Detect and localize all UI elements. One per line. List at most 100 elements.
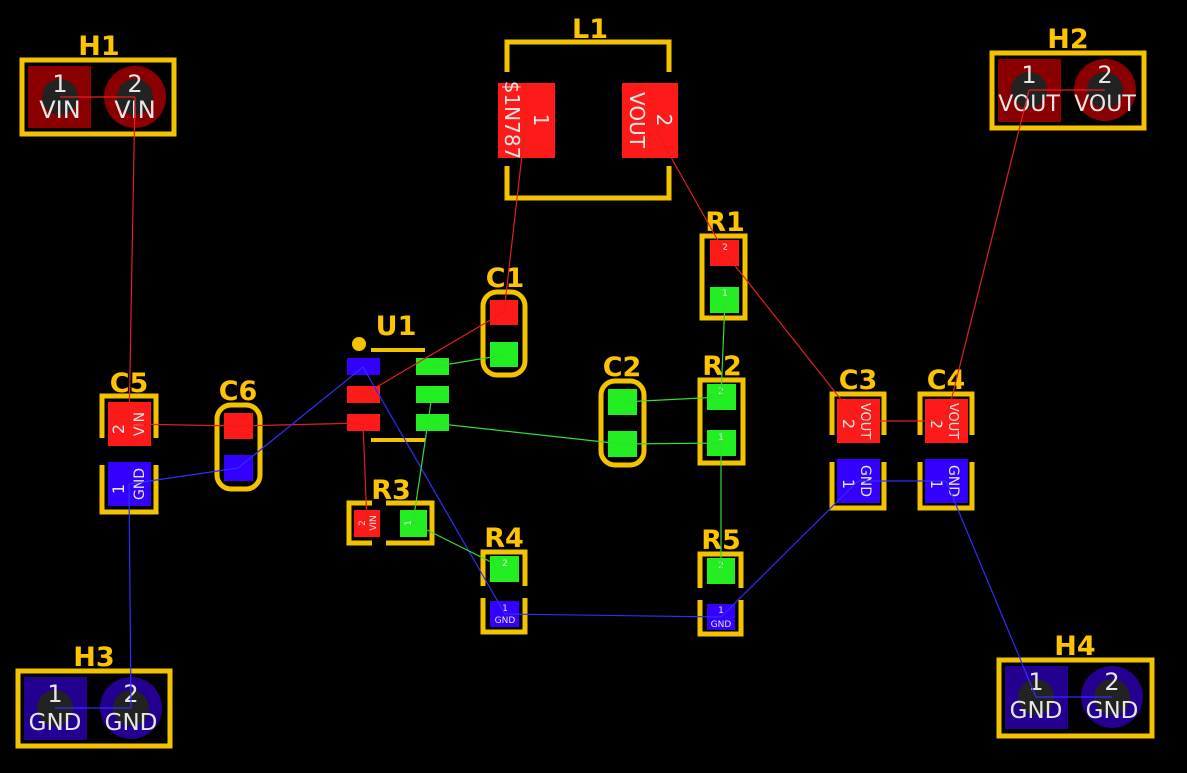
r5-pad-1-number: 1 [718, 606, 724, 616]
r3-pad-2-number: 2 [358, 520, 368, 526]
ratsnest-gnd-c5-c6 [128, 467, 239, 485]
l1-pad-2-net-rot: VOUT [625, 92, 649, 149]
c6-ref-label: C6 [219, 376, 258, 407]
h4-outline [996, 657, 1155, 739]
u1-pin1-marker [352, 337, 366, 351]
u1-pin-3[interactable] [347, 414, 380, 431]
ratsnest-gnd-h3-c5 [128, 483, 132, 709]
r5-pad-1-net: GND [711, 620, 732, 630]
c1-outline [480, 289, 528, 378]
h2-ref-label: H2 [1047, 24, 1088, 55]
r3-outline-left [346, 500, 372, 546]
h2-pad-2-net: VOUT [1074, 92, 1136, 117]
ratsnest-gnd-u1-r4 [362, 366, 506, 615]
c4-pad-1-net: GND [945, 465, 961, 497]
c3-ref-label: C3 [839, 365, 878, 396]
l1-pad-1-net: $1N787 [500, 81, 524, 160]
u1-pin-5[interactable] [416, 386, 449, 403]
l1-pad-2-net: VOUT [625, 92, 649, 149]
c4-pad-2-number: 2 [927, 419, 946, 429]
ratsnest-c2-r2-bottom [621, 442, 722, 445]
c4-ref-label: C4 [927, 365, 966, 396]
l1-ref-label: L1 [572, 14, 608, 45]
ratsnest-vin-c6-u1 [237, 422, 364, 427]
l1-pad-2-number: 2 [652, 114, 676, 127]
ratsnest-r3-r4 [412, 522, 506, 570]
h3-ref-label: H3 [73, 642, 114, 673]
c4-outline-bottom [917, 462, 975, 511]
ratsnest-vin-h1-c5 [128, 96, 136, 425]
c3-pad-1-number: 1 [839, 479, 858, 489]
r3-ref-label: R3 [371, 475, 411, 506]
ratsnest-r2-r1 [720, 299, 726, 398]
h1-outline [19, 57, 177, 137]
connector-h4[interactable]: H4 1 GND 2 GND [996, 631, 1155, 739]
r3-pad-2-text-rot: 2 VIN [358, 515, 379, 531]
ratsnest-sw-c1-l1 [503, 119, 527, 313]
h1-pad-1-number: 1 [52, 70, 67, 98]
h1-ref-label: H1 [78, 31, 119, 62]
capacitor-c3[interactable]: C3 VOUT 2 GND 1 [829, 365, 887, 511]
ratsnest-vout-r1-c3 [724, 252, 859, 422]
l1-pad-1-number: 1 [529, 114, 553, 127]
c5-pad-1-text-rot: 1 GND [109, 468, 148, 500]
r4-outline-bottom [480, 598, 528, 635]
r1-pad-2-number: 2 [722, 243, 728, 253]
ratsnest-vin-u1-r3 [362, 422, 368, 524]
r4-outline-top [480, 549, 528, 586]
ratsnest-gnd-r4-r5 [504, 613, 722, 618]
h3-pad-1-number: 1 [47, 680, 62, 708]
h1-pad-1-net: VIN [39, 96, 80, 124]
r4-pad-1-net: GND [495, 616, 516, 626]
ratsnest [55, 89, 1112, 709]
c2-ref-label: C2 [603, 352, 642, 383]
c1-pad-1[interactable] [490, 342, 518, 367]
r4-ref-label: R4 [484, 523, 524, 554]
l1-pad-1-number-rot: 1 [529, 114, 553, 127]
c5-pad-1-net: GND [132, 468, 148, 500]
h4-pad-1-number: 1 [1028, 668, 1043, 696]
resistor-r4[interactable]: R4 2 1 GND [480, 523, 528, 635]
c2-outline [598, 378, 647, 468]
c1-ref-label: C1 [486, 263, 525, 294]
h2-pad-1-number: 1 [1021, 61, 1036, 89]
h4-pad-2-net: GND [1086, 698, 1139, 724]
h3-pad-2-net: GND [105, 710, 158, 736]
h4-pad-2-number: 2 [1104, 668, 1119, 696]
c3-outline-top [829, 391, 887, 435]
c5-pad-2-number: 2 [109, 424, 128, 434]
u1-pin-1[interactable] [347, 358, 380, 375]
c4-pad-2-net: VOUT [945, 403, 960, 439]
l1-pad-1-net-rot: $1N787 [500, 81, 524, 160]
r1-outline [699, 233, 748, 321]
ratsnest-c2-r2-top [621, 396, 722, 403]
c4-pad-1-number: 1 [927, 479, 946, 489]
c3-pad-2-number: 2 [839, 419, 858, 429]
r3-outline-right [386, 500, 435, 546]
r3-pad-2-net: VIN [369, 515, 379, 531]
ratsnest-sw-u1-c1 [362, 311, 505, 396]
u1-ref-label: U1 [376, 311, 417, 342]
ratsnest-u1-c2 [431, 422, 623, 445]
r4-pad-2-number: 2 [502, 559, 508, 569]
r3-pad-1-number: 1 [404, 520, 414, 526]
ratsnest-vout-l1-r1 [649, 119, 726, 254]
capacitor-c4[interactable]: C4 VOUT 2 GND 1 [917, 365, 975, 511]
h3-outline [15, 668, 173, 749]
r3-pad-1-text-rot: 1 [404, 520, 414, 526]
r1-ref-label: R1 [705, 207, 745, 238]
h2-outline [989, 50, 1147, 131]
c5-pad-1-number: 1 [109, 484, 128, 494]
h3-pad-1-net: GND [29, 710, 82, 736]
capacitor-c2[interactable]: C2 [598, 352, 647, 468]
h2-pad-1-net: VOUT [998, 92, 1060, 117]
c4-outline-top [917, 391, 975, 435]
ratsnest-vout-c4-h2 [945, 89, 1030, 422]
c3-outline-bottom [829, 462, 887, 511]
ratsnest-gnd-c6-u1 [237, 366, 364, 469]
l1-outline-top [504, 39, 672, 72]
r4-pad-1-number: 1 [502, 604, 508, 614]
resistor-r3[interactable]: R3 2 VIN 1 [346, 475, 435, 546]
